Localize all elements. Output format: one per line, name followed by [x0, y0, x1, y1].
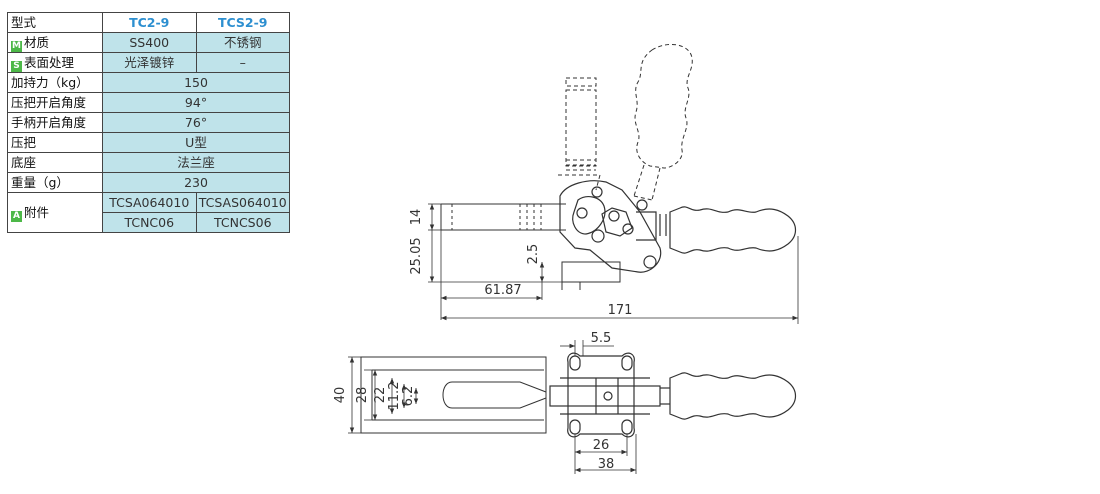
row-label: 底座: [7, 152, 103, 173]
accessory-part: TCSA064010: [109, 195, 190, 210]
header-label: 型式: [7, 12, 103, 33]
handle-grip: [669, 206, 797, 254]
linkage-body: [559, 180, 667, 273]
table-header-row: 型式 TC2-9 TCS2-9: [7, 12, 290, 33]
material-value-1: SS400: [102, 32, 197, 53]
dim-26: 26: [593, 438, 610, 453]
top-dimensions: [348, 340, 637, 474]
open-handle-phantom: [633, 43, 693, 201]
bar-angle-value: 94°: [102, 92, 290, 113]
base-top: [549, 352, 670, 438]
holding-force-value: 150: [102, 72, 290, 93]
row-label: 手柄开启角度: [7, 112, 103, 133]
model-tcs2-9: TCS2-9: [195, 12, 290, 33]
table-row-base: 底座 法兰座: [7, 152, 290, 173]
dim-40: 40: [333, 387, 348, 404]
row-label: 压把: [7, 132, 103, 153]
dim-25-05: 25.05: [409, 237, 424, 274]
dim-38: 38: [598, 457, 615, 472]
bar-type-value: U型: [102, 132, 290, 153]
model-tc2-9: TC2-9: [102, 12, 197, 33]
dim-14: 14: [409, 209, 424, 226]
handle-angle-value: 76°: [102, 112, 290, 133]
table-row-holding-force: 加持力（kg） 150: [7, 72, 290, 93]
row-label: 加持力（kg）: [7, 72, 103, 93]
handle-grip-top: [669, 372, 797, 420]
dim-171: 171: [608, 303, 633, 318]
u-bar-top: [360, 356, 547, 434]
table-row-handle-angle: 手柄开启角度 76°: [7, 112, 290, 133]
row-label: 表面处理: [24, 54, 75, 70]
surface-badge-icon: S: [11, 60, 22, 72]
dim-61-87: 61.87: [484, 283, 521, 298]
material-badge-icon: M: [11, 40, 22, 52]
accessory-part: TCNCS06: [196, 212, 289, 232]
accessory-set-1: TCSA064010 TCNC06: [102, 192, 197, 233]
side-dimensions: [428, 203, 799, 324]
side-view: [428, 43, 799, 324]
material-value-2: 不锈钢: [195, 32, 290, 53]
row-label: 重量（g）: [7, 172, 103, 193]
table-row-bar-angle: 压把开启角度 94°: [7, 92, 290, 113]
accessory-set-2: TCSAS064010 TCNCS06: [195, 192, 290, 233]
accessory-badge-icon: A: [11, 210, 22, 222]
base-flange: [561, 261, 621, 290]
surface-value-1: 光泽镀锌: [102, 52, 197, 73]
row-label: 材质: [24, 34, 50, 50]
surface-value-2: –: [195, 52, 290, 73]
base-value: 法兰座: [102, 152, 290, 173]
dim-6-2: 6.2: [401, 386, 416, 407]
dim-2-5: 2.5: [526, 244, 541, 265]
dim-5-5: 5.5: [591, 331, 612, 346]
dim-22: 22: [373, 387, 388, 404]
open-bar-phantom: [558, 77, 601, 191]
dim-11-2: 11.2: [387, 382, 402, 411]
clamp-bar: [440, 203, 566, 231]
row-label: 附件: [24, 204, 50, 220]
dim-28: 28: [355, 387, 370, 404]
top-view: [348, 340, 797, 474]
accessory-part: TCSAS064010: [198, 195, 287, 210]
accessory-part: TCNC06: [103, 212, 196, 232]
table-row-bar-type: 压把 U型: [7, 132, 290, 153]
